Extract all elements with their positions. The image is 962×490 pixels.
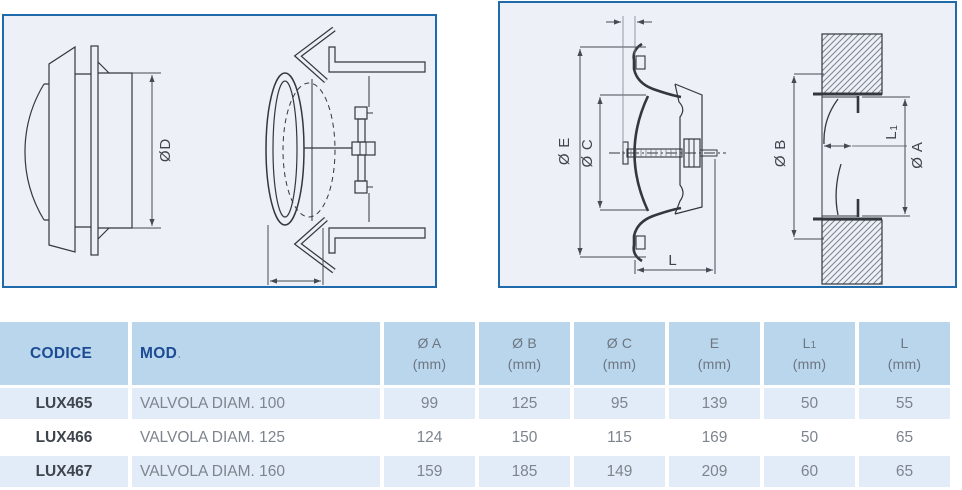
table-header-row: CODICE MOD. Ø A(mm) Ø B(mm) Ø C(mm) E(mm… (0, 322, 950, 385)
dim-label-oc: Ø C (579, 138, 596, 167)
value-cell: 149 (574, 456, 665, 487)
valve-side-view (24, 45, 133, 256)
drawing-panel-left: ØD (2, 14, 437, 288)
product-model: VALVOLA DIAM. 100 (132, 388, 380, 419)
valve-side-and-clip-drawing: ØD (24, 26, 426, 285)
value-cell: 50 (764, 422, 855, 453)
product-code: LUX467 (0, 456, 128, 487)
value-cell: 99 (384, 388, 475, 419)
product-code: LUX465 (0, 388, 128, 419)
value-cell: 185 (479, 456, 570, 487)
value-cell: 125 (479, 388, 570, 419)
value-cell: 169 (669, 422, 760, 453)
value-cell: 55 (859, 388, 950, 419)
value-cell: 50 (764, 388, 855, 419)
header-dim-e: E(mm) (669, 322, 760, 385)
valve-section-and-install-drawing: Ø E Ø C L (556, 16, 926, 285)
dim-label-l: L (668, 252, 677, 269)
valve-cross-section (609, 42, 726, 263)
value-cell: 209 (669, 456, 760, 487)
header-dim-b: Ø B(mm) (479, 322, 570, 385)
dim-label-oa: Ø A (909, 141, 926, 168)
value-cell: 139 (669, 388, 760, 419)
value-cell: 65 (859, 422, 950, 453)
header-dim-l: L(mm) (859, 322, 950, 385)
value-cell: 115 (574, 422, 665, 453)
valve-installed-view: Ø B L1 Ø A (772, 33, 926, 285)
dim-label-oe: Ø E (556, 137, 573, 165)
gasket-ring-view (265, 26, 426, 274)
value-cell: 150 (479, 422, 570, 453)
product-model: VALVOLA DIAM. 160 (132, 456, 380, 487)
value-cell: 65 (859, 456, 950, 487)
table-row: LUX466 VALVOLA DIAM. 125 124 150 115 169… (0, 422, 950, 453)
dim-label-l1: L1 (883, 124, 900, 140)
dimension-lines (132, 72, 324, 285)
header-dim-a: Ø A(mm) (384, 322, 475, 385)
header-mod: MOD. (132, 322, 380, 385)
product-model: VALVOLA DIAM. 125 (132, 422, 380, 453)
dim-label-od: ØD (157, 138, 174, 162)
product-code: LUX466 (0, 422, 128, 453)
drawing-panel-right: Ø E Ø C L (498, 1, 957, 288)
section-dimension-lines (577, 16, 716, 274)
table-row: LUX467 VALVOLA DIAM. 160 159 185 149 209… (0, 456, 950, 487)
table-row: LUX465 VALVOLA DIAM. 100 99 125 95 139 5… (0, 388, 950, 419)
header-codice: CODICE (0, 322, 128, 385)
header-dim-l1: L1(mm) (764, 322, 855, 385)
value-cell: 124 (384, 422, 475, 453)
value-cell: 60 (764, 456, 855, 487)
dimensions-table: CODICE MOD. Ø A(mm) Ø B(mm) Ø C(mm) E(mm… (0, 322, 950, 490)
dim-label-ob: Ø B (772, 139, 789, 167)
value-cell: 95 (574, 388, 665, 419)
header-dim-c: Ø C(mm) (574, 322, 665, 385)
value-cell: 159 (384, 456, 475, 487)
